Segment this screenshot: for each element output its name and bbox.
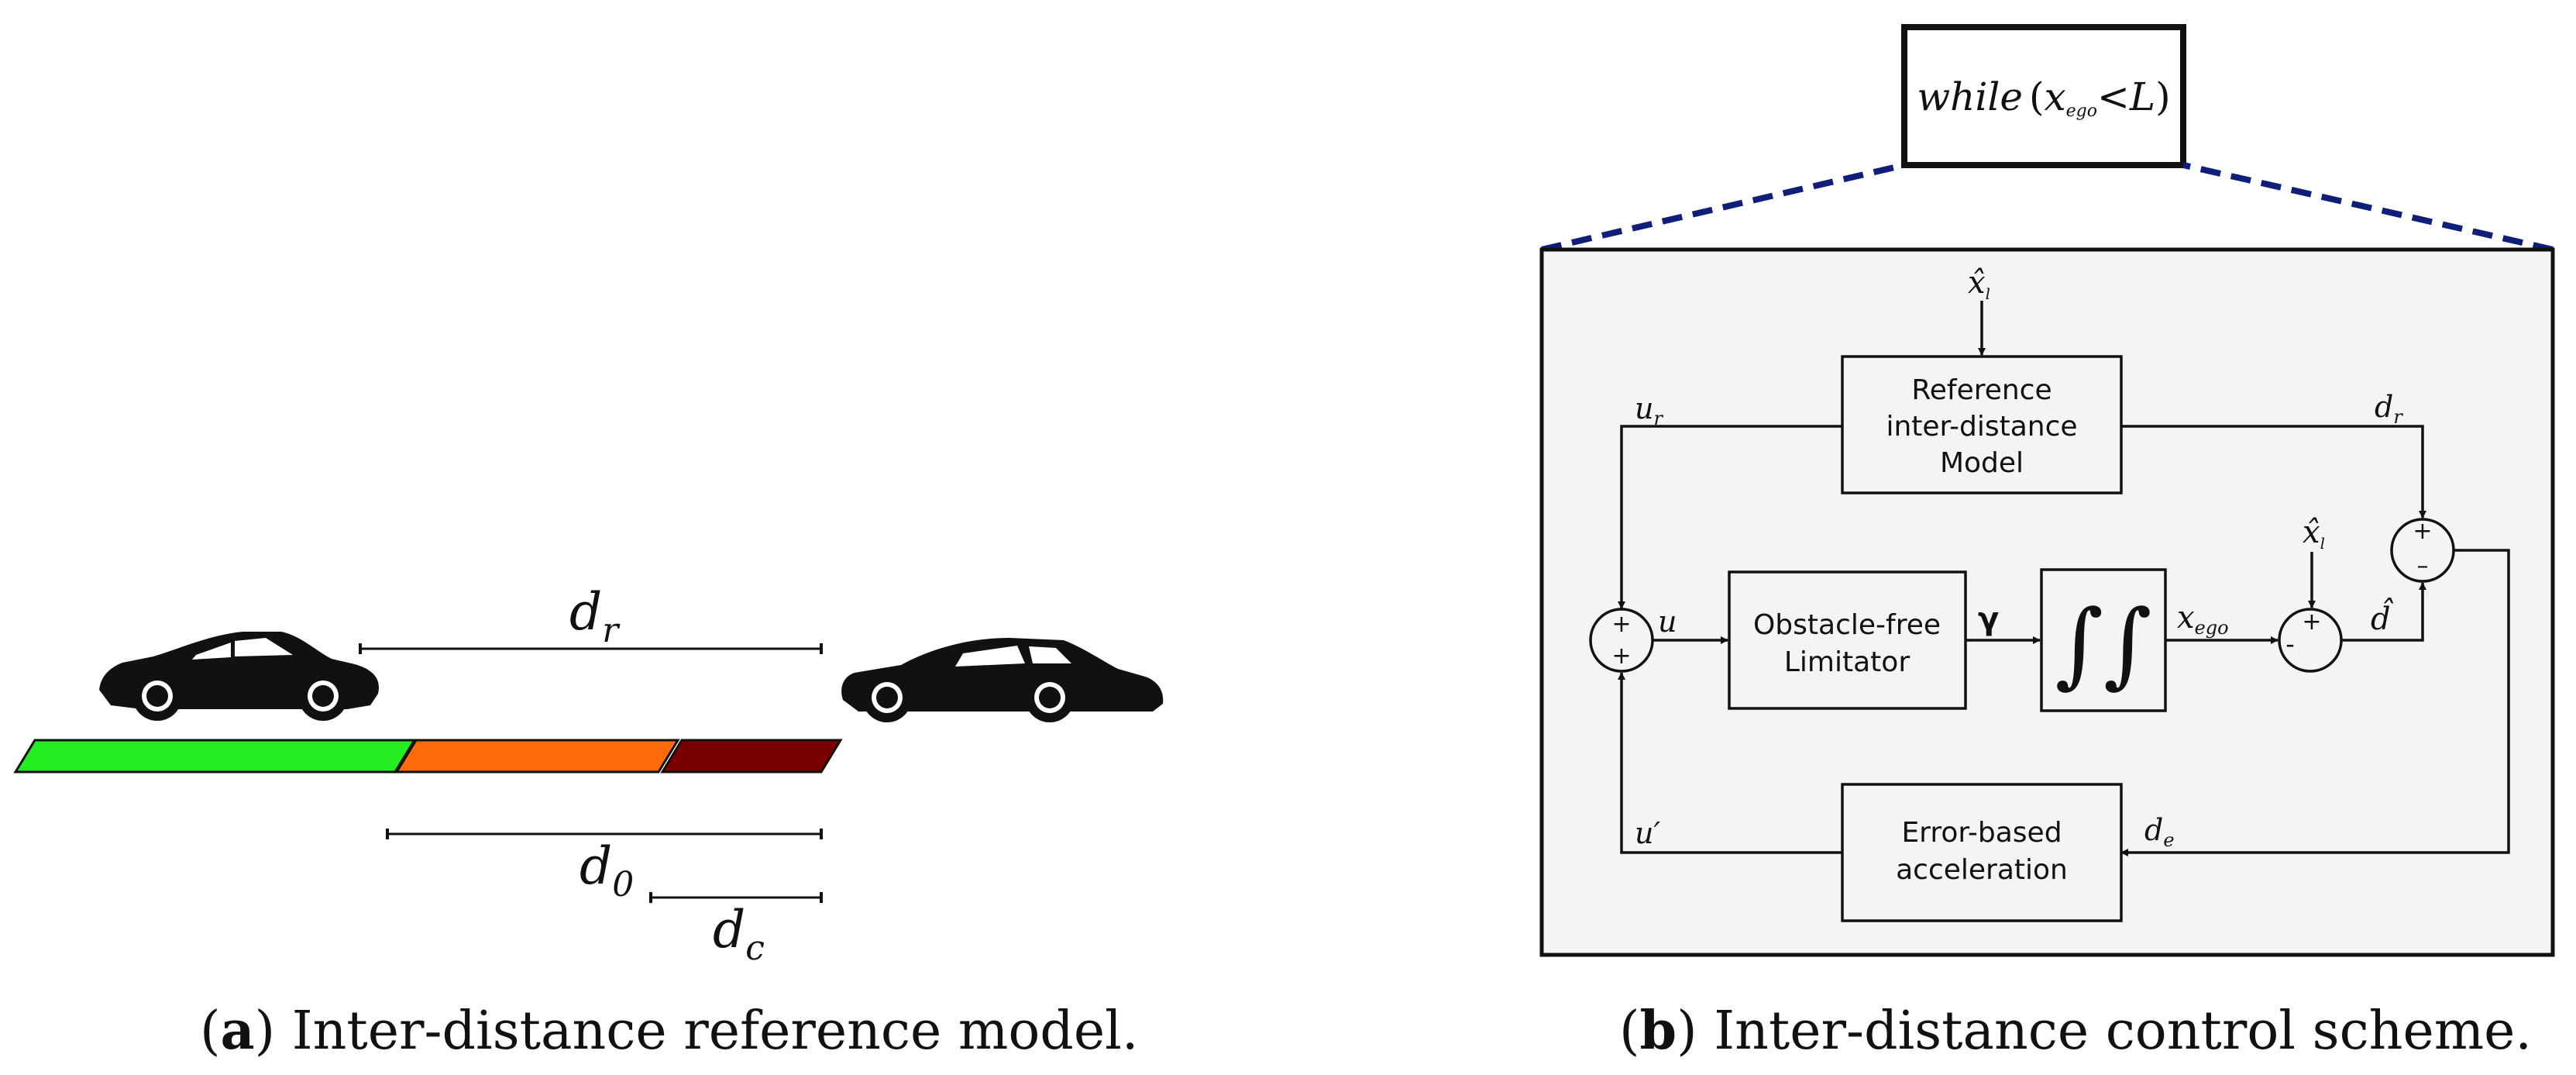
d-r-signal-line <box>2121 425 2426 519</box>
error-block-line-2: acceleration <box>1896 854 2068 886</box>
reference-block-line-1: Reference <box>1911 374 2052 406</box>
while-loop-box <box>1901 24 2186 168</box>
svg-text:+: + <box>2413 518 2432 545</box>
panel-b: while(xego<L) x̂l Reference inter-distan… <box>1539 24 2555 957</box>
u-r-signal-line <box>1618 425 1842 609</box>
reference-block-line-3: Model <box>1940 447 2024 479</box>
d-e-label: de <box>2144 813 2175 851</box>
lead-car-silhouette <box>841 638 1164 711</box>
panel-a: dr d0 dc <box>13 582 1164 968</box>
u-label: u <box>1658 605 1677 639</box>
gamma-label: γ <box>1978 601 1999 637</box>
u-prime-signal-line <box>1618 672 1842 854</box>
d-0-label: d0 <box>580 836 634 904</box>
reference-block-line-2: inter-distance <box>1886 411 2077 443</box>
reference-model-block <box>1841 355 2123 494</box>
d-hat-signal-line <box>2341 582 2426 642</box>
d-r-label: dr <box>569 582 621 650</box>
caption-a: (a) Inter-distance reference model. <box>200 1000 1139 1062</box>
u-r-label: ur <box>1635 391 1663 429</box>
svg-text:–: – <box>2417 553 2429 580</box>
caption-b: (b) Inter-distance control scheme. <box>1619 1000 2533 1062</box>
obstacle-free-limitator-block <box>1728 570 1967 710</box>
d-r-signal-label: dr <box>2375 390 2403 428</box>
svg-text:+: + <box>1611 643 1631 670</box>
error-block-line-1: Error-based <box>1901 817 2062 849</box>
zoom-line-left <box>1541 162 1905 253</box>
d-c-label: dc <box>713 900 765 968</box>
critical-zone-bar <box>660 739 843 774</box>
warning-zone-bar <box>394 739 680 774</box>
safe-zone-bar <box>13 739 417 774</box>
x-hat-l-top-label: x̂l <box>1968 265 1990 303</box>
u-prime-label: u′ <box>1635 816 1660 850</box>
zoom-line-right <box>2182 162 2554 253</box>
d-e-signal-line <box>2120 549 2510 856</box>
while-loop-condition: while(xego<L) <box>1917 74 2170 121</box>
svg-text:+: + <box>2302 608 2321 636</box>
error-based-acceleration-block <box>1841 783 2123 922</box>
x-ego-label: xego <box>2177 600 2229 639</box>
limitator-line-1: Obstacle-free <box>1753 609 1941 641</box>
svg-text:+: + <box>1611 611 1631 638</box>
d-hat-label: d̂ <box>2371 598 2394 637</box>
limitator-line-2: Limitator <box>1784 646 1910 678</box>
double-integral-symbol: ∫∫ <box>2055 591 2151 698</box>
svg-text:-: - <box>2285 629 2295 659</box>
x-hat-l-mid-label: x̂l <box>2303 515 2325 553</box>
